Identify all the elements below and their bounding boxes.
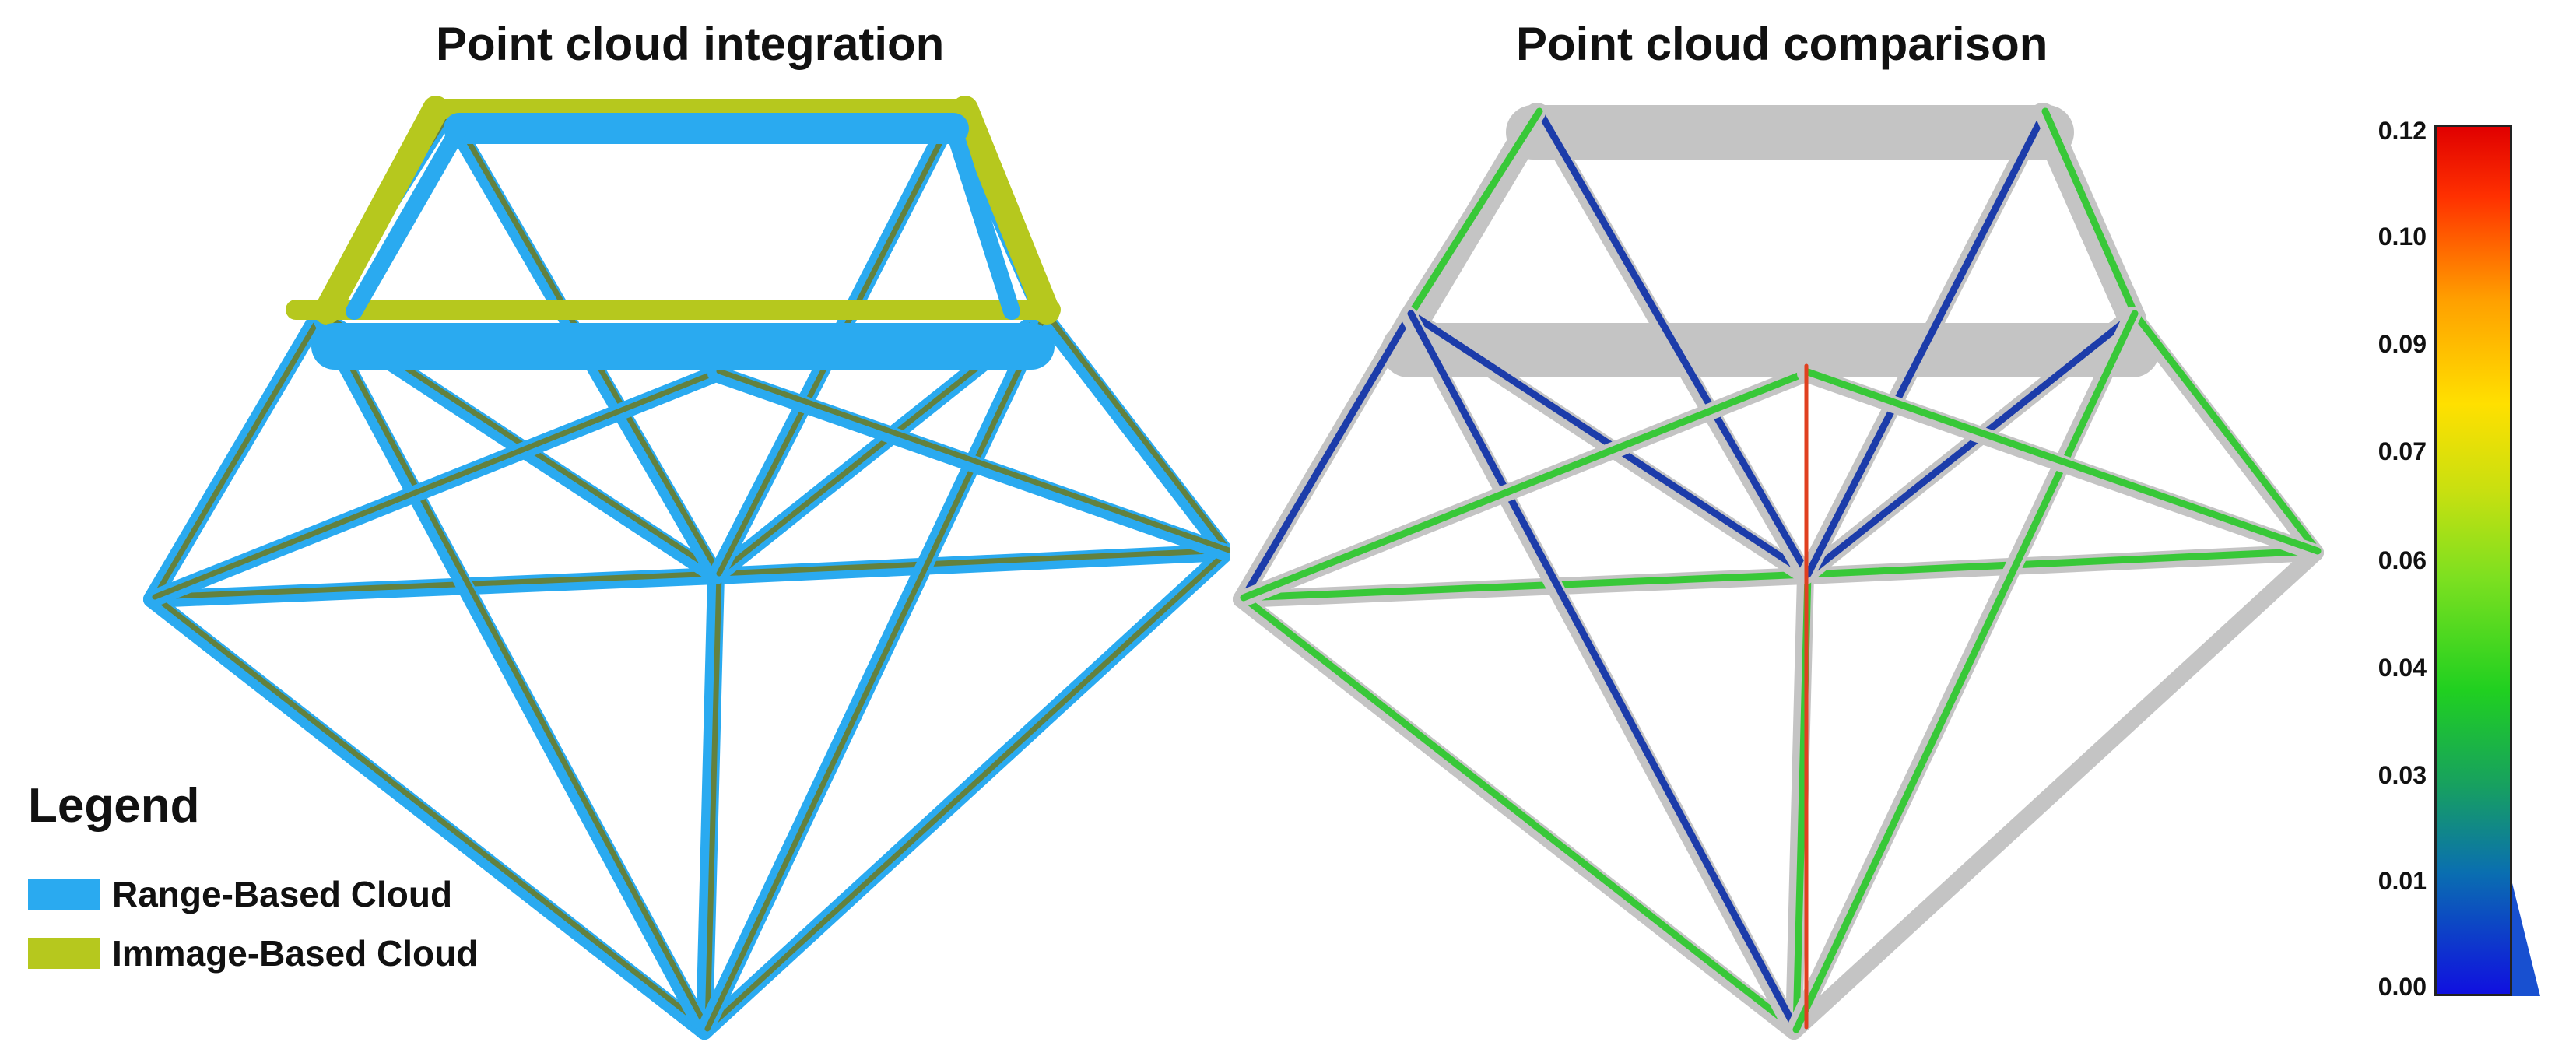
scale-tick-7: 0.03 [2378, 761, 2427, 789]
comparison-member-3 [1240, 570, 1812, 602]
image-member-5 [152, 594, 711, 1032]
comparison-member-12 [1407, 107, 1543, 318]
image-member-3 [152, 570, 722, 600]
range-member-14 [311, 307, 713, 1040]
scale-tick-5: 0.06 [2378, 546, 2427, 574]
legend-swatch-image [28, 938, 100, 969]
image-member-2 [1043, 310, 1230, 553]
color-scale-bar [2434, 125, 2512, 996]
comparison-member-2 [2131, 310, 2322, 555]
scale-tick-9: 0.00 [2378, 973, 2427, 1001]
legend: Legend Range-Based Cloud Immage-Based Cl… [28, 778, 478, 983]
scale-distribution-tail [2512, 883, 2540, 996]
legend-item-image-based: Immage-Based Cloud [28, 924, 478, 983]
scale-tick-1: 0.12 [2378, 117, 2427, 145]
comparison-member-16 [1240, 368, 1812, 602]
top-frame-left-image [314, 96, 449, 325]
legend-title: Legend [28, 779, 200, 833]
image-member-1 [152, 310, 325, 600]
comparison-member-5 [1240, 594, 1800, 1033]
range-member-17 [707, 365, 1230, 561]
image-member-16 [152, 368, 722, 600]
image-member-4 [716, 547, 1230, 577]
left-panel-title: Point cloud integration [436, 18, 945, 70]
comparison-member-10 [1535, 107, 1812, 578]
scale-tick-4: 0.07 [2378, 437, 2427, 465]
comparison-member-13 [2041, 107, 2139, 318]
comparison-member-1 [1240, 310, 1415, 602]
comparison-member-11 [1804, 107, 2049, 578]
integration-truss-view [143, 96, 1230, 1040]
comparison-member-15 [1792, 310, 2139, 1033]
comparison-member-6 [1792, 547, 2322, 1033]
range-member-5 [143, 591, 713, 1040]
legend-label-image: Immage-Based Cloud [112, 933, 479, 974]
image-member-14 [319, 310, 711, 1032]
range-member-2 [1034, 307, 1230, 561]
image-member-15 [704, 310, 1049, 1032]
top-frame-right-image [952, 96, 1060, 325]
top-frame-right-range [945, 120, 1020, 320]
range-member-7 [696, 567, 725, 1040]
comparison-member-17 [1804, 368, 2322, 555]
scale-tick-3: 0.09 [2378, 330, 2427, 358]
image-member-17 [716, 368, 1230, 553]
image-member-7 [704, 570, 722, 1032]
scale-tick-2: 0.10 [2378, 223, 2427, 251]
right-panel-title: Point cloud comparison [1516, 18, 2048, 70]
legend-swatch-range [28, 879, 100, 910]
legend-item-range-based: Range-Based Cloud [28, 865, 478, 924]
image-member-6 [704, 547, 1230, 1032]
legend-label-range: Range-Based Cloud [112, 874, 453, 914]
comparison-truss-view [1233, 103, 2324, 1040]
scale-tick-8: 0.01 [2378, 867, 2427, 895]
top-frame-left-range [346, 120, 468, 320]
comparison-member-4 [1804, 547, 2322, 578]
comparison-member-14 [1407, 310, 1800, 1033]
scale-tick-6: 0.04 [2378, 654, 2427, 682]
comparison-member-9 [1804, 310, 2139, 578]
